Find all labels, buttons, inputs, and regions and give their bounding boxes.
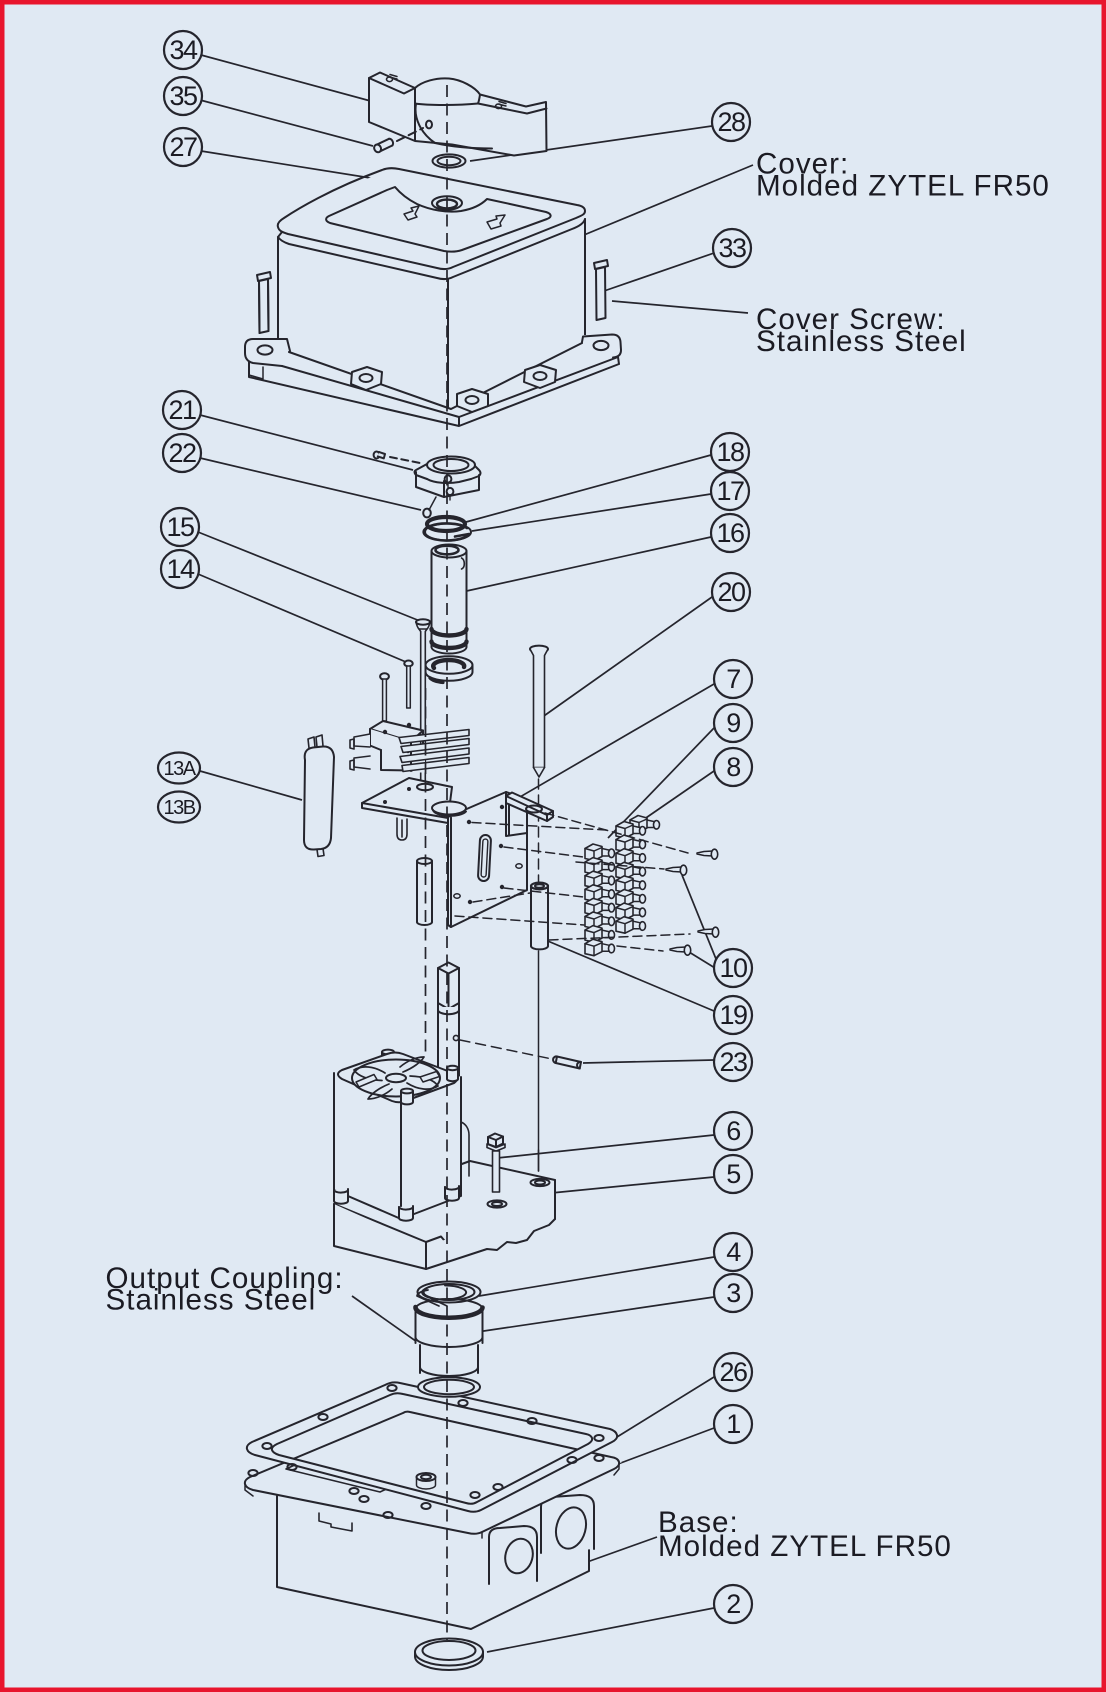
svg-text:Cover Screw:: Cover Screw:: [756, 303, 946, 336]
svg-text:Stainless Steel: Stainless Steel: [756, 325, 967, 358]
svg-text:Stainless Steel: Stainless Steel: [106, 1284, 317, 1317]
svg-text:22: 22: [168, 438, 196, 468]
svg-text:Cover:: Cover:: [756, 148, 849, 181]
svg-text:34: 34: [169, 35, 198, 65]
svg-text:26: 26: [719, 1357, 747, 1387]
svg-text:9: 9: [726, 708, 740, 738]
svg-text:3: 3: [726, 1278, 740, 1308]
svg-text:2: 2: [726, 1589, 740, 1619]
svg-text:35: 35: [169, 81, 197, 111]
svg-text:16: 16: [716, 518, 744, 548]
svg-text:17: 17: [716, 476, 744, 506]
svg-text:6: 6: [726, 1116, 740, 1146]
svg-text:18: 18: [716, 437, 744, 467]
svg-text:4: 4: [726, 1237, 741, 1267]
svg-text:10: 10: [719, 953, 747, 983]
svg-text:13A: 13A: [163, 758, 196, 780]
svg-text:27: 27: [169, 132, 197, 162]
svg-text:8: 8: [726, 752, 740, 782]
svg-text:Molded ZYTEL FR50: Molded ZYTEL FR50: [658, 1530, 952, 1563]
svg-text:33: 33: [718, 233, 746, 263]
svg-text:14: 14: [166, 554, 195, 584]
svg-text:Molded ZYTEL FR50: Molded ZYTEL FR50: [756, 170, 1050, 203]
svg-text:21: 21: [168, 395, 196, 425]
svg-text:7: 7: [726, 664, 740, 694]
svg-text:Output Coupling:: Output Coupling:: [106, 1262, 344, 1295]
svg-text:13B: 13B: [163, 797, 195, 819]
svg-text:28: 28: [717, 107, 745, 137]
svg-text:20: 20: [717, 577, 745, 607]
svg-text:23: 23: [719, 1047, 747, 1077]
svg-text:5: 5: [726, 1159, 740, 1189]
svg-text:Base:: Base:: [658, 1506, 739, 1539]
svg-text:15: 15: [166, 512, 194, 542]
svg-text:1: 1: [726, 1409, 740, 1439]
svg-text:19: 19: [719, 1000, 747, 1030]
